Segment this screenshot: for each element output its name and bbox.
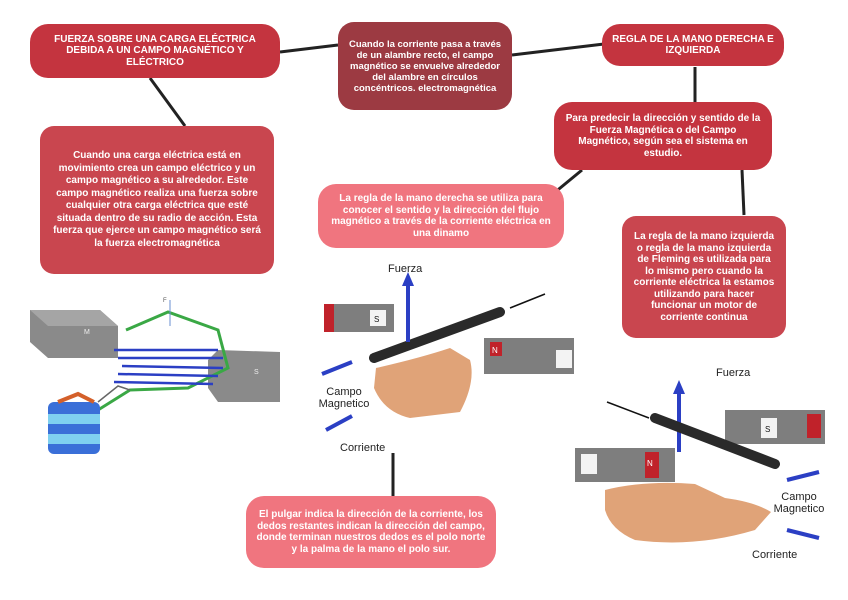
- hand-right: [605, 482, 771, 543]
- right-hand-illustration: S N: [321, 272, 574, 432]
- center-pole-s: S: [374, 315, 379, 324]
- thumb-desc-node: El pulgar indica la dirección de la corr…: [246, 496, 496, 568]
- field-lines: [113, 348, 224, 386]
- title-right-text: REGLA DE LA MANO DERECHA E IZQUIERDA: [612, 33, 774, 57]
- connector-to-left-hand: [740, 169, 746, 216]
- right-pole-n: N: [647, 459, 653, 468]
- right-desc-text: Para predecir la dirección y sentido de …: [565, 113, 761, 159]
- right-pole-s: S: [765, 425, 770, 434]
- center-top-text: Cuando la corriente pasa a través de un …: [348, 38, 502, 94]
- center-fuerza-label: Fuerza: [388, 263, 423, 275]
- right-campo-label: Campo Magnetico: [773, 491, 825, 515]
- right-hand-rule-node: La regla de la mano derecha se utiliza p…: [318, 184, 564, 248]
- rod: [369, 307, 505, 363]
- left-desc-text: Cuando una carga eléctrica está en movim…: [53, 150, 261, 249]
- left-hand-illustration: S N: [575, 380, 825, 543]
- connector-title-desc: [148, 77, 187, 127]
- right-corriente-label: Corriente: [752, 549, 798, 561]
- magnet-loop-illustration: M S F: [30, 298, 280, 454]
- center-top-node: Cuando la corriente pasa a través de un …: [338, 22, 512, 110]
- hand-center: [374, 348, 472, 418]
- center-pole-n: N: [492, 346, 498, 355]
- center-corriente-label: Corriente: [340, 442, 386, 454]
- left-hand-rule-text: La regla de la mano izquierda o regla de…: [633, 231, 775, 323]
- magnet-m-label: M: [84, 329, 90, 336]
- right-desc-node: Para predecir la dirección y sentido de …: [554, 102, 772, 170]
- force-label: F: [163, 298, 167, 304]
- title-left-text: FUERZA SOBRE UNA CARGA ELÉCTRICA DEBIDA …: [54, 33, 256, 68]
- left-hand-rule-node: La regla de la mano izquierda o regla de…: [622, 216, 786, 338]
- magnet-s-label: S: [254, 369, 259, 376]
- right-fuerza-label: Fuerza: [716, 367, 751, 379]
- battery: [48, 402, 100, 454]
- title-right-node: REGLA DE LA MANO DERECHA E IZQUIERDA: [602, 24, 784, 66]
- right-rod: [650, 413, 780, 469]
- center-campo-label: Campo Magnetico: [318, 386, 370, 410]
- right-hand-rule-text: La regla de la mano derecha se utiliza p…: [331, 193, 551, 239]
- thumb-desc-text: El pulgar indica la dirección de la corr…: [256, 509, 486, 555]
- left-desc-node: Cuando una carga eléctrica está en movim…: [40, 126, 274, 274]
- connector-center-right: [511, 42, 605, 57]
- title-left-node: FUERZA SOBRE UNA CARGA ELÉCTRICA DEBIDA …: [30, 24, 280, 78]
- connector-title-center: [279, 43, 339, 54]
